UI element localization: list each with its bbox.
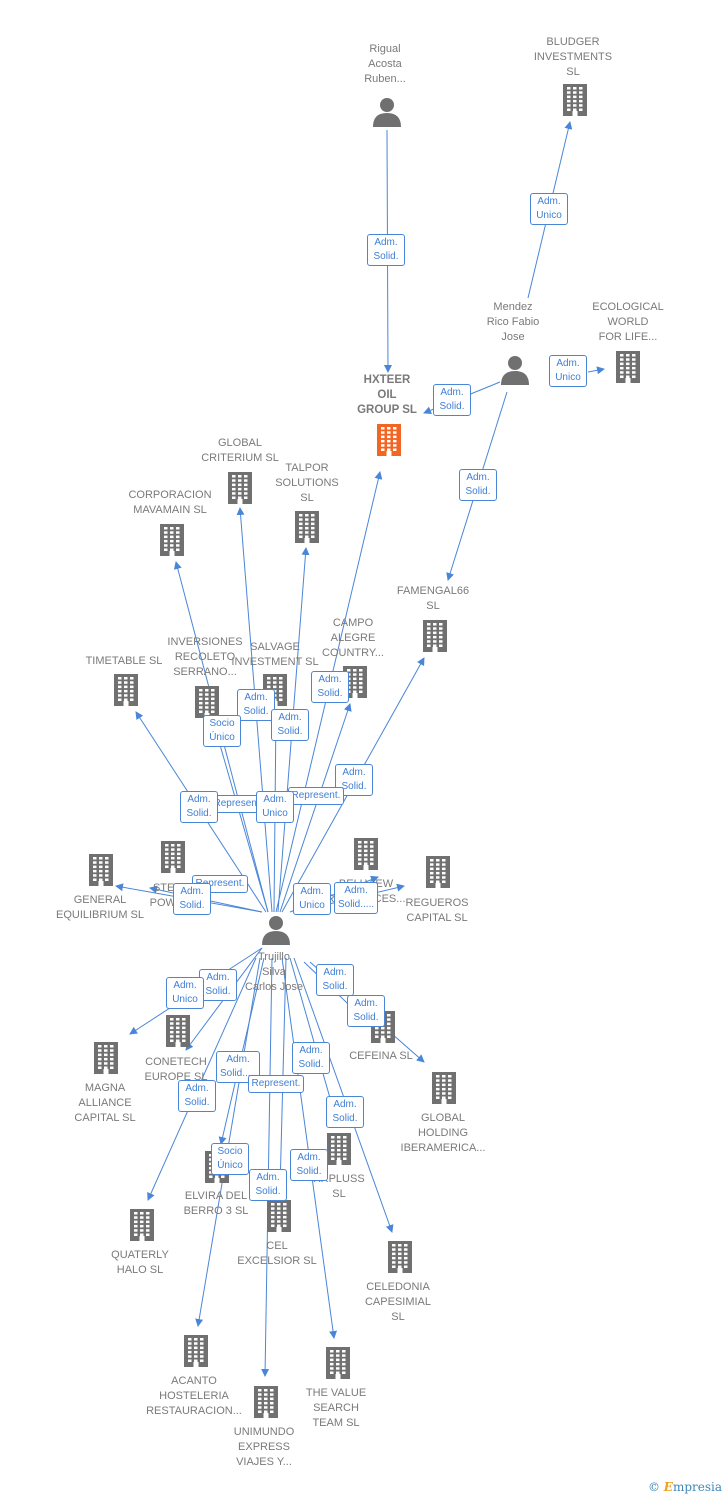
node-label-cefeina[interactable]: CEFEINA SL xyxy=(349,1050,413,1062)
building-icon[interactable] xyxy=(354,838,378,870)
edge-relation-badge[interactable]: Adm. Solid. xyxy=(433,384,471,416)
edge-relation-badge[interactable]: Adm. Solid. xyxy=(290,1149,328,1181)
building-icon[interactable] xyxy=(184,1335,208,1367)
node-label-corporacion[interactable]: CORPORACION MAVAMAIN SL xyxy=(128,489,212,516)
edge-relation-badge[interactable]: Represent. xyxy=(287,787,345,805)
person-icon[interactable] xyxy=(262,916,290,945)
empresia-footer[interactable]: © Empresia xyxy=(648,1480,722,1494)
building-icon[interactable] xyxy=(563,84,587,116)
edge-relation-badge[interactable]: Adm. Solid. xyxy=(367,234,405,266)
building-icon[interactable] xyxy=(161,841,185,873)
node-label-trujillo[interactable]: Trujillo Silva Carlos Jose xyxy=(244,951,304,993)
node-label-celedonia[interactable]: CELEDONIA CAPESIMIAL SL xyxy=(364,1281,432,1323)
edge-relation-badge[interactable]: Adm. Unico xyxy=(293,883,331,915)
node-label-acanto[interactable]: ACANTO HOSTELERIA RESTAURACION... xyxy=(146,1375,242,1417)
edge-relation-badge[interactable]: Adm. Solid. xyxy=(347,995,385,1027)
node-label-unimundo[interactable]: UNIMUNDO EXPRESS VIAJES Y... xyxy=(233,1426,295,1468)
edge-line xyxy=(195,957,261,1327)
edge-relation-badge[interactable]: Adm. Solid. xyxy=(249,1169,287,1201)
edge-relation-badge[interactable]: Adm. Solid. xyxy=(292,1042,330,1074)
node-label-elvira[interactable]: ELVIRA DEL BERRO 3 SL xyxy=(183,1190,249,1217)
node-label-bludger[interactable]: BLUDGER INVESTMENTS SL xyxy=(533,36,613,78)
edge-relation-badge[interactable]: Adm. Unico xyxy=(530,193,568,225)
building-icon[interactable] xyxy=(326,1347,350,1379)
node-label-salvage[interactable]: SALVAGE INVESTMENT SL xyxy=(231,641,319,668)
building-icon[interactable] xyxy=(616,351,640,383)
edge-line xyxy=(261,957,273,1377)
edge-relation-badge[interactable]: Adm. Solid. xyxy=(199,969,237,1001)
node-label-cel[interactable]: CEL EXCELSIOR SL xyxy=(237,1240,317,1267)
node-label-timetable[interactable]: TIMETABLE SL xyxy=(85,655,163,667)
node-label-global_criterium[interactable]: GLOBAL CRITERIUM SL xyxy=(201,437,279,464)
building-icon[interactable] xyxy=(432,1072,456,1104)
edge-relation-badge[interactable]: Adm. Solid..... xyxy=(216,1051,261,1083)
building-icon[interactable] xyxy=(114,674,138,706)
edge-relation-badge[interactable]: Adm. Solid..... xyxy=(334,882,379,914)
building-icon[interactable] xyxy=(89,854,113,886)
building-icon[interactable] xyxy=(388,1241,412,1273)
node-label-value[interactable]: THE VALUE SEARCH TEAM SL xyxy=(305,1387,367,1429)
edge-relation-badge[interactable]: Adm. Solid. xyxy=(459,469,497,501)
brand-name: mpresia xyxy=(672,1480,722,1494)
node-label-global_holding[interactable]: GLOBAL HOLDING IBERAMERICA... xyxy=(400,1112,486,1154)
edge-relation-badge[interactable]: Adm. Solid. xyxy=(311,671,349,703)
building-icon[interactable] xyxy=(94,1042,118,1074)
node-label-general[interactable]: GENERAL EQUILIBRIUM SL xyxy=(55,894,145,921)
building-icon[interactable] xyxy=(195,686,219,718)
node-label-ecological[interactable]: ECOLOGICAL WORLD FOR LIFE... xyxy=(592,301,664,343)
building-icon[interactable] xyxy=(254,1386,278,1418)
edge-relation-badge[interactable]: Adm. Solid. xyxy=(271,709,309,741)
person-icon[interactable] xyxy=(373,98,401,127)
building-icon[interactable] xyxy=(228,472,252,504)
edge-relation-badge[interactable]: Adm. Solid. xyxy=(237,689,275,721)
node-label-rigual[interactable]: Rigual Acosta Ruben... xyxy=(364,43,406,85)
edge-relation-badge[interactable]: Adm. Solid. xyxy=(326,1096,364,1128)
building-icon[interactable] xyxy=(295,511,319,543)
brand-initial: E xyxy=(663,1480,673,1494)
edge-line xyxy=(276,957,287,1191)
edge-relation-badge[interactable]: Socio Único xyxy=(211,1143,249,1175)
edge-line xyxy=(587,366,605,375)
node-label-hxteer[interactable]: HXTEER OIL GROUP SL xyxy=(357,374,417,416)
node-label-mendez[interactable]: Mendez Rico Fabio Jose xyxy=(486,301,540,343)
node-label-talpor[interactable]: TALPOR SOLUTIONS SL xyxy=(275,462,339,504)
edge-line xyxy=(147,957,257,1201)
edge-relation-badge[interactable]: Socio Único xyxy=(203,715,241,747)
edge-relation-badge[interactable]: Adm. Solid. xyxy=(180,791,218,823)
building-icon[interactable] xyxy=(130,1209,154,1241)
person-icon[interactable] xyxy=(501,356,529,385)
copyright-symbol: © xyxy=(647,1480,660,1494)
edge-relation-badge[interactable]: Adm. Unico xyxy=(549,355,587,387)
edge-line xyxy=(279,703,352,913)
node-label-magna[interactable]: MAGNA ALLIANCE CAPITAL SL xyxy=(74,1082,136,1124)
node-label-inversiones[interactable]: INVERSIONES RECOLETO SERRANO... xyxy=(167,636,243,678)
building-icon[interactable] xyxy=(166,1015,190,1047)
building-icon[interactable] xyxy=(267,1200,291,1232)
edge-relation-badge[interactable]: Adm. Solid. xyxy=(178,1080,216,1112)
node-label-quaterly[interactable]: QUATERLY HALO SL xyxy=(111,1249,169,1276)
building-icon[interactable] xyxy=(426,856,450,888)
edge-line xyxy=(281,957,338,1339)
node-label-regueros[interactable]: REGUEROS CAPITAL SL xyxy=(405,897,469,924)
edge-relation-badge[interactable]: Adm. Unico xyxy=(256,791,294,823)
edge-relation-badge[interactable]: Adm. Unico xyxy=(166,977,204,1009)
building-icon[interactable] xyxy=(377,424,401,456)
edge-relation-badge[interactable]: Adm. Solid. xyxy=(316,964,354,996)
edge-relation-badge[interactable]: Adm. Solid. xyxy=(173,883,211,915)
edge-relation-badge[interactable]: Represent. xyxy=(247,1075,305,1093)
building-icon[interactable] xyxy=(327,1133,351,1165)
node-label-famengal[interactable]: FAMENGAL66 SL xyxy=(396,585,470,612)
node-label-campo[interactable]: CAMPO ALEGRE COUNTRY... xyxy=(322,617,384,659)
building-icon[interactable] xyxy=(160,524,184,556)
nodes-layer xyxy=(89,84,640,1418)
building-icon[interactable] xyxy=(423,620,447,652)
edge-line xyxy=(293,957,394,1233)
edge-line xyxy=(212,723,269,913)
